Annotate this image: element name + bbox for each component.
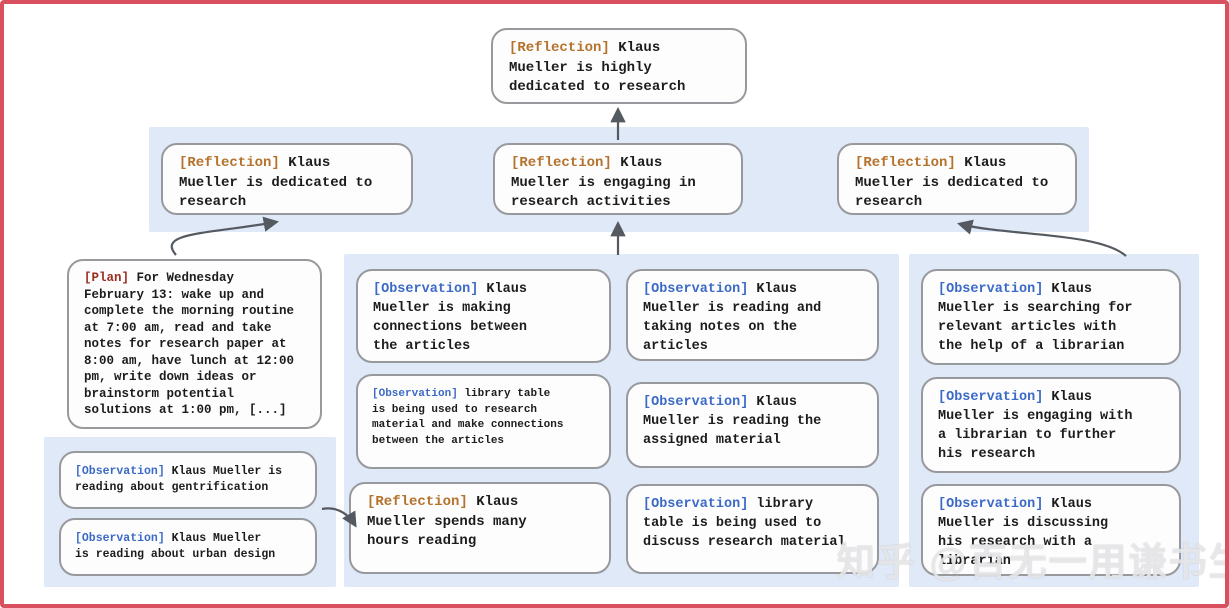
node-observation-taking-notes: [Observation] Klaus Mueller is reading a… — [626, 269, 879, 361]
observation-tag: [Observation] — [938, 497, 1044, 512]
observation-tag: [Observation] — [75, 465, 165, 478]
node-observation-library-table-discuss: [Observation] library table is being use… — [626, 484, 879, 574]
node-text: Klaus Mueller is reading the assigned ma… — [643, 395, 822, 448]
node-text: Klaus Mueller is highly dedicated to res… — [509, 40, 686, 95]
node-observation-gentrification: [Observation] Klaus Mueller is reading a… — [59, 451, 317, 509]
node-text: Klaus Mueller is dedicated to research — [855, 155, 1049, 210]
node-text: Klaus Mueller is engaging in research ac… — [511, 155, 696, 210]
node-text: Klaus Mueller is making connections betw… — [373, 282, 527, 354]
node-reflection-middle: [Reflection] Klaus Mueller is engaging i… — [493, 143, 743, 215]
node-root-reflection: [Reflection] Klaus Mueller is highly ded… — [491, 28, 747, 104]
observation-tag: [Observation] — [938, 282, 1044, 297]
node-text: Klaus Mueller is searching for relevant … — [938, 282, 1133, 354]
reflection-tag: [Reflection] — [511, 155, 612, 171]
node-text: Klaus Mueller spends many hours reading — [367, 494, 527, 549]
node-reflection-hours-reading: [Reflection] Klaus Mueller spends many h… — [349, 482, 611, 574]
reflection-tag: [Reflection] — [367, 494, 468, 510]
observation-tag: [Observation] — [643, 497, 749, 512]
node-observation-urban-design: [Observation] Klaus Mueller is reading a… — [59, 518, 317, 576]
node-observation-engaging-librarian: [Observation] Klaus Mueller is engaging … — [921, 377, 1181, 473]
reflection-tag: [Reflection] — [179, 155, 280, 171]
node-text: library table is being used to research … — [372, 388, 564, 447]
observation-tag: [Observation] — [643, 395, 749, 410]
node-text: Klaus Mueller is reading about urban des… — [75, 532, 276, 561]
node-observation-making-connections: [Observation] Klaus Mueller is making co… — [356, 269, 611, 363]
node-plan: [Plan] For Wednesday February 13: wake u… — [67, 259, 322, 429]
observation-tag: [Observation] — [372, 388, 458, 400]
zhihu-watermark: 知乎 @百无一用谦书生 — [837, 542, 1229, 584]
node-text: Klaus Mueller is discussing his research… — [938, 497, 1109, 569]
plan-tag: [Plan] — [84, 271, 130, 285]
observation-tag: [Observation] — [643, 282, 749, 297]
node-text: Klaus Mueller is dedicated to research — [179, 155, 373, 210]
node-text: Klaus Mueller is reading about gentrific… — [75, 465, 283, 494]
node-reflection-right: [Reflection] Klaus Mueller is dedicated … — [837, 143, 1077, 215]
node-text: library table is being used to discuss r… — [643, 497, 846, 550]
observation-tag: [Observation] — [938, 390, 1044, 405]
node-observation-library-table-research: [Observation] library table is being use… — [356, 374, 611, 469]
node-observation-discussing-librarian: [Observation] Klaus Mueller is discussin… — [921, 484, 1181, 576]
node-text: Klaus Mueller is engaging with a librari… — [938, 390, 1133, 462]
reflection-tag: [Reflection] — [855, 155, 956, 171]
node-observation-assigned-material: [Observation] Klaus Mueller is reading t… — [626, 382, 879, 468]
node-text: For Wednesday February 13: wake up and c… — [84, 271, 295, 417]
observation-tag: [Observation] — [75, 532, 165, 545]
node-observation-searching-articles: [Observation] Klaus Mueller is searching… — [921, 269, 1181, 365]
node-text: Klaus Mueller is reading and taking note… — [643, 282, 822, 354]
observation-tag: [Observation] — [373, 282, 479, 297]
reflection-tag: [Reflection] — [509, 40, 610, 56]
node-reflection-left: [Reflection] Klaus Mueller is dedicated … — [161, 143, 413, 215]
